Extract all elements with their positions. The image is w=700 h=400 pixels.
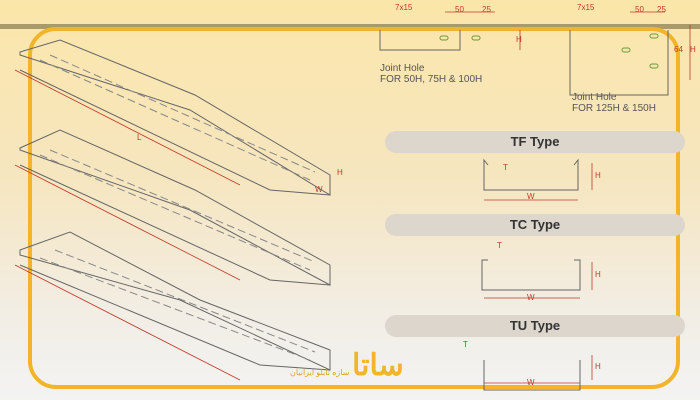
tray-drawing-2 [19,129,331,286]
frame-border [28,27,680,389]
tray-drawing-1 [19,39,331,196]
hole-size-1: 7x15 [395,3,413,12]
tu-t: T [463,340,468,349]
tf-w: W [527,192,535,201]
tu-w: W [527,378,535,387]
sata-logo: ساتا [352,349,404,382]
tc-w: W [527,293,535,302]
tray-drawing-3 [19,231,331,371]
dim-25-2: 25 [657,5,666,14]
logo-tagline: سازه تابلو ایرانیان [290,368,350,377]
tu-h: H [595,362,601,371]
tc-h: H [595,270,601,279]
tf-t: T [503,163,508,172]
dim-25-1: 25 [482,5,491,14]
tf-h: H [595,171,601,180]
tf-type-label: TF Type [385,131,685,153]
hole-size-2: 7x15 [577,3,595,12]
tc-type-label: TC Type [385,214,685,236]
tray-h: H [337,168,343,177]
tc-t: T [497,241,502,250]
dim-50-2: 50 [635,5,644,14]
dim-h-1: H [516,35,522,44]
dim-64: 64 [674,45,683,54]
divider-line [0,24,700,29]
tray-w: W [315,185,323,194]
dim-50-1: 50 [455,5,464,14]
tu-type-label: TU Type [385,315,685,337]
tray-l: L [137,133,142,142]
dim-h-2: H [690,45,696,54]
